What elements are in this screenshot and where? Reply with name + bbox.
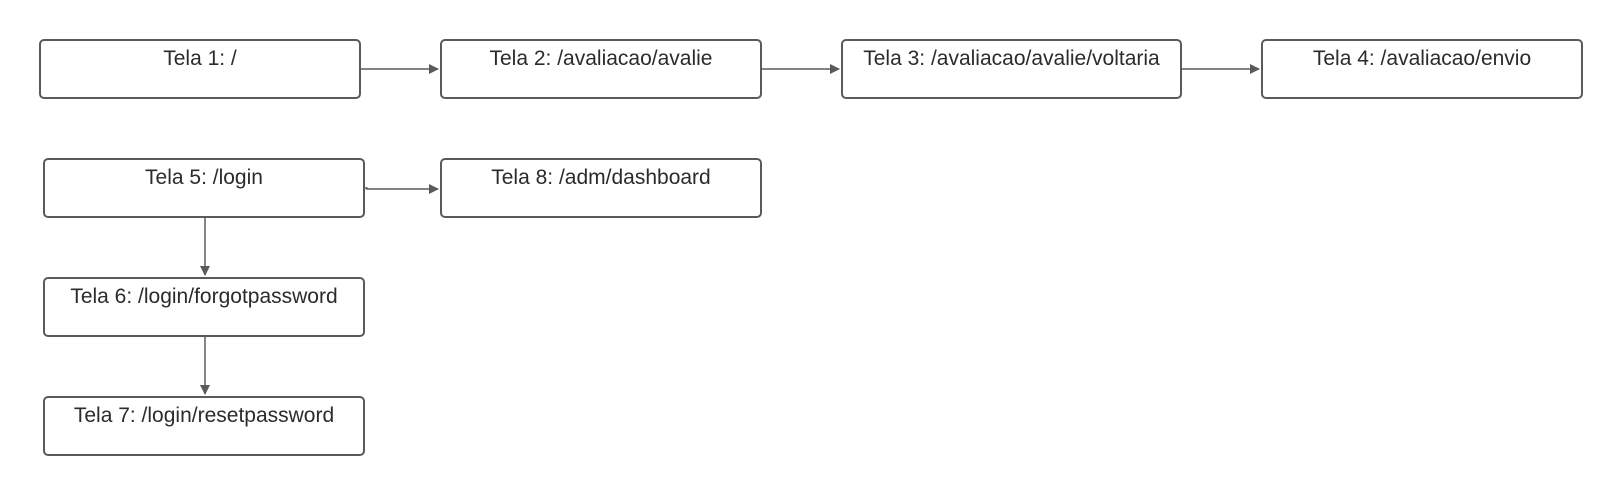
node-tela-8[interactable]: Tela 8: /adm/dashboard	[440, 158, 762, 218]
node-tela-6[interactable]: Tela 6: /login/forgotpassword	[43, 277, 365, 337]
node-tela-2[interactable]: Tela 2: /avaliacao/avalie	[440, 39, 762, 99]
node-tela-4[interactable]: Tela 4: /avaliacao/envio	[1261, 39, 1583, 99]
node-tela-1[interactable]: Tela 1: /	[39, 39, 361, 99]
node-tela-7[interactable]: Tela 7: /login/resetpassword	[43, 396, 365, 456]
node-tela-3[interactable]: Tela 3: /avaliacao/avalie/voltaria	[841, 39, 1182, 99]
edge-tela5-to-tela8	[365, 184, 439, 194]
node-tela-5[interactable]: Tela 5: /login	[43, 158, 365, 218]
